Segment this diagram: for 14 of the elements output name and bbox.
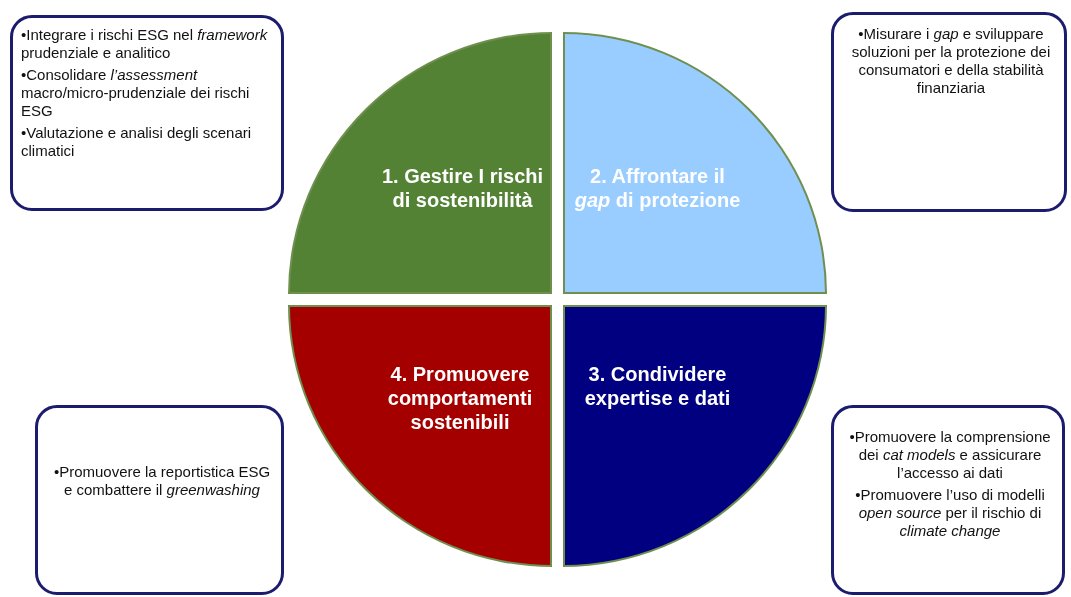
text-box [831, 12, 1067, 212]
bullet-point: •Promuovere l’uso di modelli open source per il rischio di climate change [854, 486, 1046, 540]
sector-title: 2. Affrontare il gap di protezione [573, 164, 742, 212]
text-box [831, 405, 1065, 595]
bullet-point: •Misurare i gap e sviluppare soluzioni per la protezione dei consumatori e della stabilità finanziaria [850, 25, 1052, 97]
bullet-point: •Promuovere la comprensione dei cat models e assicurare l’accesso ai dati [848, 428, 1052, 482]
sector-title: 3. Condividere expertise e dati [583, 362, 732, 410]
sector-title: 1. Gestire I rischi di sostenibilità [380, 164, 545, 212]
bullet-point: •Promuovere la reportistica ESG e combattere il greenwashing [52, 463, 272, 499]
text-box [10, 15, 284, 211]
bullet-point: •Consolidare l’assessment macro/micro-prudenziale dei rischi ESG [21, 66, 251, 120]
text-box [35, 405, 284, 595]
bullet-point: •Valutazione e analisi degli scenari climatici [21, 124, 253, 160]
sector-title: 4. Promuovere comportamenti sostenibili [386, 362, 534, 434]
